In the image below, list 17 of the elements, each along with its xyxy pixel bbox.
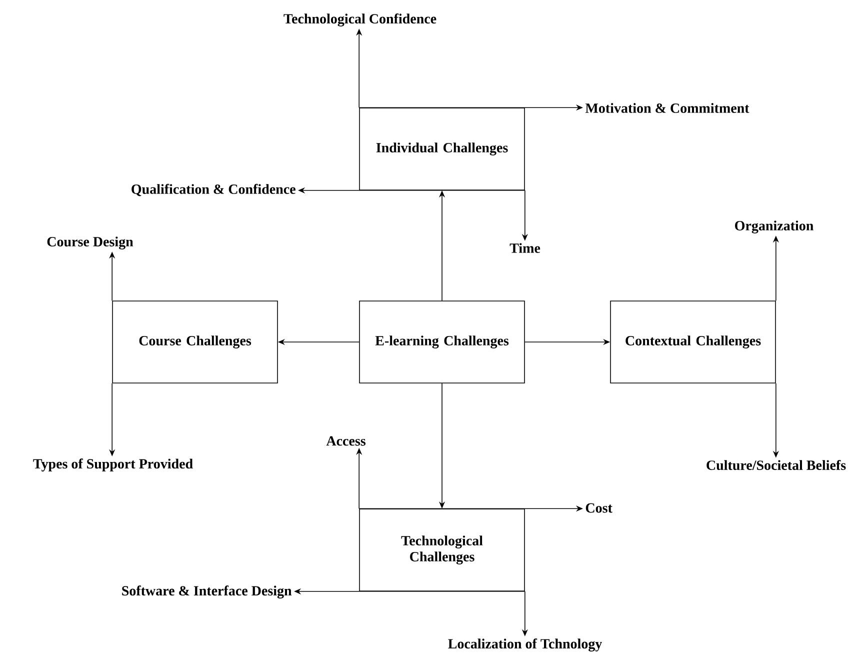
factor-label: Culture/Societal Beliefs xyxy=(706,460,846,470)
factor-label: Software & Interface Design xyxy=(122,586,292,598)
factor-label: Time xyxy=(510,243,540,253)
factor-label: Technological Confidence xyxy=(284,14,436,26)
challenge-box: Course Challenges xyxy=(112,300,278,384)
factor-label: Access xyxy=(326,436,366,446)
challenge-box: Individual Challenges xyxy=(359,108,525,190)
factor-label: Motivation & Commitment xyxy=(585,103,750,113)
factor-label: Localization of Tchnology xyxy=(448,638,602,652)
factor-label: Types of Support Provided xyxy=(33,458,193,472)
factor-label: Course Design xyxy=(47,236,134,250)
challenge-box: Technological Challenges xyxy=(359,508,525,592)
challenge-box: E-learning Challenges xyxy=(359,300,525,384)
factor-label: Qualification & Confidence xyxy=(132,184,296,196)
factor-label: Cost xyxy=(586,503,612,513)
challenge-box: Contextual Challenges xyxy=(610,300,776,384)
factor-label: Organization xyxy=(735,220,814,234)
